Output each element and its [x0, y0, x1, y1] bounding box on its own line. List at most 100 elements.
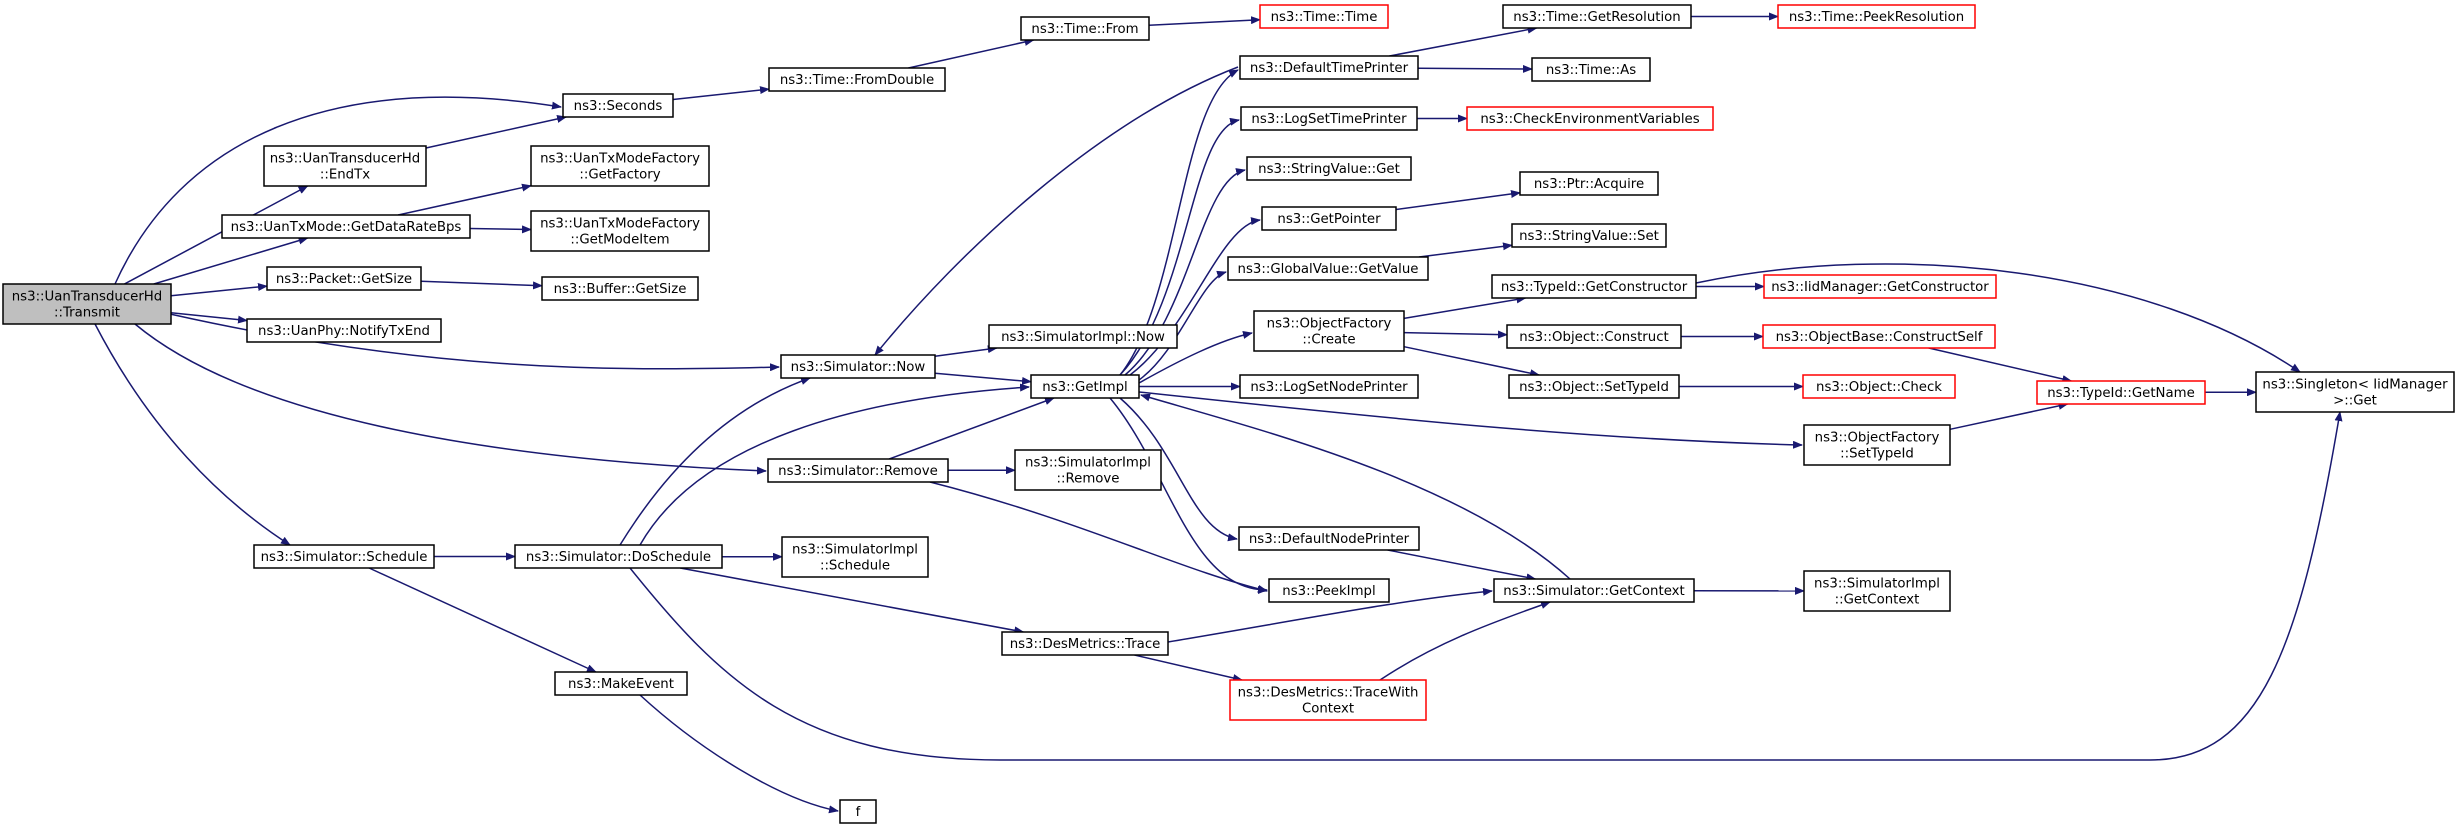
node-simimplschedule[interactable]: ns3::SimulatorImpl::Schedule: [781, 536, 929, 578]
node-fromdouble[interactable]: ns3::Time::FromDouble: [768, 67, 946, 92]
node-objfactorysettypeid[interactable]: ns3::ObjectFactory::SetTypeId: [1803, 424, 1951, 466]
node-simnow[interactable]: ns3::Simulator::Now: [780, 354, 936, 379]
node-box: [988, 324, 1178, 349]
node-box: [1239, 55, 1419, 80]
node-getresolution[interactable]: ns3::Time::GetResolution: [1502, 4, 1692, 29]
edge-defaulttimeprinter-to-simnow: [874, 66, 1239, 356]
node-buffergetsize[interactable]: ns3::Buffer::GetSize: [541, 276, 699, 301]
node-box: [1020, 16, 1150, 41]
node-defaultnodeprinter[interactable]: ns3::DefaultNodePrinter: [1238, 526, 1420, 551]
node-getdatarate[interactable]: ns3::UanTxMode::GetDataRateBps: [221, 214, 471, 239]
node-peekimpl[interactable]: ns3::PeekImpl: [1268, 578, 1390, 603]
node-globalvalueget[interactable]: ns3::GlobalValue::GetValue: [1227, 256, 1429, 281]
node-label: ns3::ObjectBase::ConstructSelf: [1776, 330, 1983, 345]
edge-getimpl-to-getpointer: [1129, 217, 1261, 376]
edge-getimpl-to-objfactorysettypeid: [1138, 391, 1803, 449]
edge-root-to-endtx: [124, 185, 309, 285]
node-box: [1030, 374, 1140, 399]
node-box: [1491, 274, 1697, 299]
node-label: ns3::CheckEnvironmentVariables: [1480, 112, 1699, 127]
node-logsettimeprinter[interactable]: ns3::LogSetTimePrinter: [1240, 106, 1418, 131]
edge-root-to-packetgetsize: [170, 283, 268, 297]
node-makeevent[interactable]: ns3::MakeEvent: [554, 671, 688, 696]
node-box: [1259, 4, 1389, 29]
node-objfactorycreate[interactable]: ns3::ObjectFactory::Create: [1253, 310, 1405, 352]
node-packetgetsize[interactable]: ns3::Packet::GetSize: [266, 266, 422, 291]
node-label: ns3::LogSetTimePrinter: [1251, 112, 1407, 127]
edge-defaulttimeprinter-to-getresolution: [1389, 25, 1538, 57]
node-constructself[interactable]: ns3::ObjectBase::ConstructSelf: [1762, 324, 1996, 349]
node-iidgetctor[interactable]: ns3::IidManager::GetConstructor: [1763, 274, 1997, 299]
node-timeas[interactable]: ns3::Time::As: [1531, 57, 1651, 82]
node-stringvalueset[interactable]: ns3::StringValue::Set: [1511, 223, 1667, 248]
node-label: ns3::Buffer::GetSize: [554, 282, 687, 297]
edge-doschedule-to-desmetricstrace: [680, 567, 1025, 635]
node-label: ::GetContext: [1835, 593, 1920, 608]
node-typeidgetctor[interactable]: ns3::TypeId::GetConstructor: [1491, 274, 1697, 299]
node-getimpl[interactable]: ns3::GetImpl: [1030, 374, 1140, 399]
node-label: Context: [1302, 702, 1354, 717]
node-stringvalueget[interactable]: ns3::StringValue::Get: [1246, 156, 1412, 181]
node-label: ns3::UanTransducerHd: [270, 152, 421, 167]
node-label: ns3::ObjectFactory: [1267, 317, 1392, 332]
node-getpointer[interactable]: ns3::GetPointer: [1261, 206, 1397, 231]
node-defaulttimeprinter[interactable]: ns3::DefaultTimePrinter: [1239, 55, 1419, 80]
node-logsetnodeprinter[interactable]: ns3::LogSetNodePrinter: [1239, 374, 1419, 399]
edge-objfactorycreate-to-typeidgetctor: [1403, 295, 1527, 320]
node-objsettypeid[interactable]: ns3::Object::SetTypeId: [1508, 374, 1680, 399]
node-label: ns3::Simulator::GetContext: [1503, 584, 1684, 599]
node-label: ns3::Object::SetTypeId: [1519, 380, 1669, 395]
node-desmetricstrace[interactable]: ns3::DesMetrics::Trace: [1001, 631, 1169, 656]
node-simimplremove[interactable]: ns3::SimulatorImpl::Remove: [1014, 449, 1162, 491]
edge-getpointer-to-ptracquire: [1395, 190, 1521, 211]
edge-doschedule-to-getimpl: [639, 383, 1030, 546]
node-notifytxend[interactable]: ns3::UanPhy::NotifyTxEnd: [246, 318, 442, 343]
node-doschedule[interactable]: ns3::Simulator::DoSchedule: [514, 544, 723, 569]
node-timefrom[interactable]: ns3::Time::From: [1020, 16, 1150, 41]
node-label: ns3::GetPointer: [1277, 212, 1381, 227]
node-box: [1508, 374, 1680, 399]
node-typeidgetname[interactable]: ns3::TypeId::GetName: [2036, 380, 2206, 405]
node-simschedule[interactable]: ns3::Simulator::Schedule: [253, 544, 435, 569]
edge-endtx-to-seconds: [425, 115, 568, 149]
node-getfactory[interactable]: ns3::UanTxModeFactory::GetFactory: [530, 145, 710, 187]
node-objconstruct[interactable]: ns3::Object::Construct: [1506, 324, 1682, 349]
node-singletonget[interactable]: ns3::Singleton< IidManager >::Get: [2255, 371, 2455, 413]
node-box: [221, 214, 471, 239]
node-box: [246, 318, 442, 343]
edge-fromdouble-to-timefrom: [908, 38, 1035, 69]
node-peekresolution[interactable]: ns3::Time::PeekResolution: [1777, 4, 1976, 29]
edges-layer: [94, 12, 2343, 814]
node-label: ns3::Time::GetResolution: [1513, 10, 1680, 25]
node-endtx[interactable]: ns3::UanTransducerHd::EndTx: [263, 145, 427, 187]
node-objcheck[interactable]: ns3::Object::Check: [1802, 374, 1956, 399]
edge-getimpl-to-globalvalueget: [1138, 270, 1227, 381]
node-label: ns3::UanTxMode::GetDataRateBps: [231, 220, 462, 235]
node-box: [1229, 679, 1427, 721]
node-label: f: [856, 805, 861, 820]
node-label: ns3::Object::Construct: [1519, 330, 1668, 345]
edge-getdatarate-to-getmodeitem: [469, 225, 532, 234]
node-timetime[interactable]: ns3::Time::Time: [1259, 4, 1389, 29]
node-label: ns3::LogSetNodePrinter: [1250, 380, 1408, 395]
node-simremove[interactable]: ns3::Simulator::Remove: [767, 458, 949, 483]
node-label: ns3::Time::As: [1546, 63, 1636, 78]
node-box: [541, 276, 699, 301]
edge-doschedule-to-singletonget: [629, 411, 2343, 761]
node-simgetcontext[interactable]: ns3::Simulator::GetContext: [1493, 578, 1695, 603]
node-label: ::Remove: [1057, 472, 1120, 487]
node-label: ns3::SimulatorImpl: [1025, 456, 1151, 471]
node-label: ns3::StringValue::Get: [1258, 162, 1400, 177]
node-seconds[interactable]: ns3::Seconds: [562, 93, 674, 118]
node-ptracquire[interactable]: ns3::Ptr::Acquire: [1519, 171, 1659, 196]
node-getmodeitem[interactable]: ns3::UanTxModeFactory::GetModeItem: [530, 210, 710, 252]
node-f[interactable]: f: [839, 799, 877, 824]
node-simimplnow[interactable]: ns3::SimulatorImpl::Now: [988, 324, 1178, 349]
node-label: ns3::GetImpl: [1042, 380, 1127, 395]
node-box: [2, 283, 172, 325]
node-simimplgetcontext[interactable]: ns3::SimulatorImpl::GetContext: [1803, 570, 1951, 612]
node-checkenv[interactable]: ns3::CheckEnvironmentVariables: [1466, 106, 1714, 131]
edge-typeidgetctor-to-singletonget: [1695, 263, 2301, 373]
